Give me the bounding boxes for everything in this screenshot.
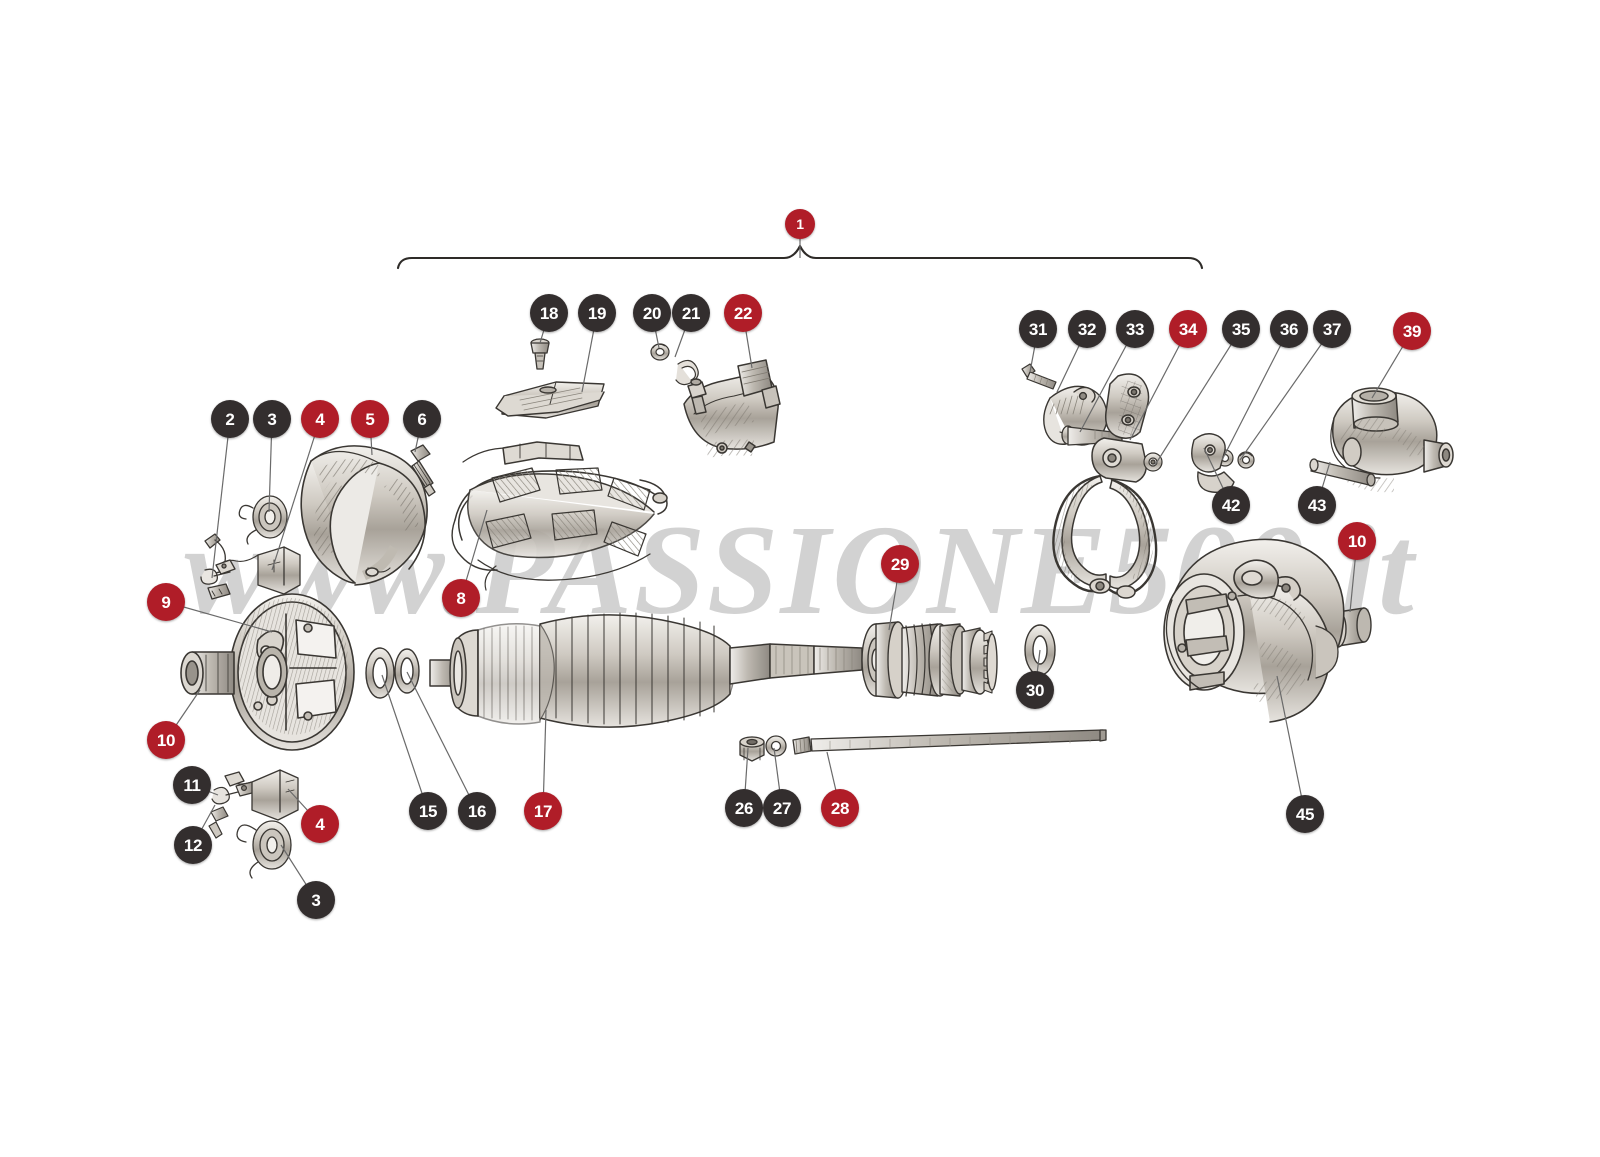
leader-line-35: [1154, 328, 1242, 466]
callout-badge-10[interactable]: 10: [1338, 522, 1376, 560]
callout-badge-27[interactable]: 27: [763, 789, 801, 827]
callout-badge-10[interactable]: 10: [147, 721, 185, 759]
callout-badge-42[interactable]: 42: [1212, 486, 1250, 524]
callout-badge-37[interactable]: 37: [1313, 310, 1351, 348]
callout-31-pivot-screw[interactable]: 31: [1019, 310, 1057, 348]
callout-20-lock-washer[interactable]: 20: [633, 294, 671, 332]
leader-line-37: [1239, 328, 1333, 461]
callout-badge-45[interactable]: 45: [1286, 795, 1324, 833]
callout-8-field-winding[interactable]: 8: [442, 579, 480, 617]
callout-6-pole-shoe-screw[interactable]: 6: [403, 400, 441, 438]
callout-badge-32[interactable]: 32: [1068, 310, 1106, 348]
leader-line-36: [1221, 328, 1290, 461]
callout-43-pin[interactable]: 43: [1298, 486, 1336, 524]
callout-36-washer[interactable]: 36: [1270, 310, 1308, 348]
callout-26-nut[interactable]: 26: [725, 789, 763, 827]
leader-line-15: [381, 674, 429, 812]
leader-line-16: [406, 671, 478, 812]
callout-35-washer-small[interactable]: 35: [1222, 310, 1260, 348]
callout-badge-15[interactable]: 15: [409, 792, 447, 830]
callout-badge-11[interactable]: 11: [173, 766, 211, 804]
callout-badge-17[interactable]: 17: [524, 792, 562, 830]
callout-18-terminal-screw[interactable]: 18: [530, 294, 568, 332]
callout-badge-1[interactable]: 1: [785, 209, 815, 239]
callout-badge-3[interactable]: 3: [253, 400, 291, 438]
callout-33-pivot-bolt[interactable]: 33: [1116, 310, 1154, 348]
callout-badge-6[interactable]: 6: [403, 400, 441, 438]
callout-badge-9[interactable]: 9: [147, 583, 185, 621]
leader-line-4: [271, 418, 321, 571]
callout-badge-21[interactable]: 21: [672, 294, 710, 332]
callout-39-solenoid-body[interactable]: 39: [1393, 312, 1431, 350]
callout-badge-29[interactable]: 29: [881, 545, 919, 583]
callout-badge-4[interactable]: 4: [301, 805, 339, 843]
leader-line-34: [1129, 328, 1189, 441]
callout-10-bronze-bush-left[interactable]: 10: [147, 721, 185, 759]
callout-29-bendix-drive-pinion[interactable]: 29: [881, 545, 919, 583]
callout-12-brush-screw-small[interactable]: 12: [174, 826, 212, 864]
callout-17-armature[interactable]: 17: [524, 792, 562, 830]
callout-4b-carbon-brush[interactable]: 4: [301, 805, 339, 843]
callout-3b-brush-spring[interactable]: 3: [297, 881, 335, 919]
callout-badge-28[interactable]: 28: [821, 789, 859, 827]
callout-3-brush-spring[interactable]: 3: [253, 400, 291, 438]
callout-1-complete-assembly[interactable]: 1: [785, 209, 815, 239]
callout-badge-4[interactable]: 4: [301, 400, 339, 438]
callout-22-solenoid-terminal[interactable]: 22: [724, 294, 762, 332]
callout-5-field-coil-housing[interactable]: 5: [351, 400, 389, 438]
callout-10b-bronze-bush-right[interactable]: 10: [1338, 522, 1376, 560]
callout-badge-36[interactable]: 36: [1270, 310, 1308, 348]
callout-badge-30[interactable]: 30: [1016, 671, 1054, 709]
callout-badge-35[interactable]: 35: [1222, 310, 1260, 348]
callout-badge-31[interactable]: 31: [1019, 310, 1057, 348]
callout-badge-3[interactable]: 3: [297, 881, 335, 919]
callout-11-brush-retaining-clip[interactable]: 11: [173, 766, 211, 804]
callout-34-engagement-fork-lever[interactable]: 34: [1169, 310, 1207, 348]
callout-19-insulating-plate[interactable]: 19: [578, 294, 616, 332]
callout-37-split-pin[interactable]: 37: [1313, 310, 1351, 348]
callout-badge-39[interactable]: 39: [1393, 312, 1431, 350]
callout-16-shim-washer[interactable]: 16: [458, 792, 496, 830]
callout-21-spring-clip[interactable]: 21: [672, 294, 710, 332]
leader-line-2: [211, 418, 231, 579]
callout-badge-20[interactable]: 20: [633, 294, 671, 332]
callout-2-brush-screw[interactable]: 2: [211, 400, 249, 438]
callout-badge-8[interactable]: 8: [442, 579, 480, 617]
callout-badge-26[interactable]: 26: [725, 789, 763, 827]
callout-15-thrust-washer[interactable]: 15: [409, 792, 447, 830]
callout-badge-2[interactable]: 2: [211, 400, 249, 438]
callout-9-commutator-end-bracket[interactable]: 9: [147, 583, 185, 621]
callout-badge-19[interactable]: 19: [578, 294, 616, 332]
callout-45-drive-end-bracket[interactable]: 45: [1286, 795, 1324, 833]
callout-badge-12[interactable]: 12: [174, 826, 212, 864]
callout-badge-5[interactable]: 5: [351, 400, 389, 438]
callout-30-stop-collar-washer[interactable]: 30: [1016, 671, 1054, 709]
callout-badge-16[interactable]: 16: [458, 792, 496, 830]
callout-badge-18[interactable]: 18: [530, 294, 568, 332]
leader-line-45: [1276, 675, 1306, 815]
callout-badge-43[interactable]: 43: [1298, 486, 1336, 524]
callout-4-carbon-brush[interactable]: 4: [301, 400, 339, 438]
callout-42-bracket-tab[interactable]: 42: [1212, 486, 1250, 524]
leader-line-33: [1079, 328, 1136, 433]
callout-27-washer[interactable]: 27: [763, 789, 801, 827]
callout-28-through-bolt[interactable]: 28: [821, 789, 859, 827]
callout-badge-33[interactable]: 33: [1116, 310, 1154, 348]
callout-badge-22[interactable]: 22: [724, 294, 762, 332]
callout-badge-34[interactable]: 34: [1169, 310, 1207, 348]
callout-32-shield[interactable]: 32: [1068, 310, 1106, 348]
